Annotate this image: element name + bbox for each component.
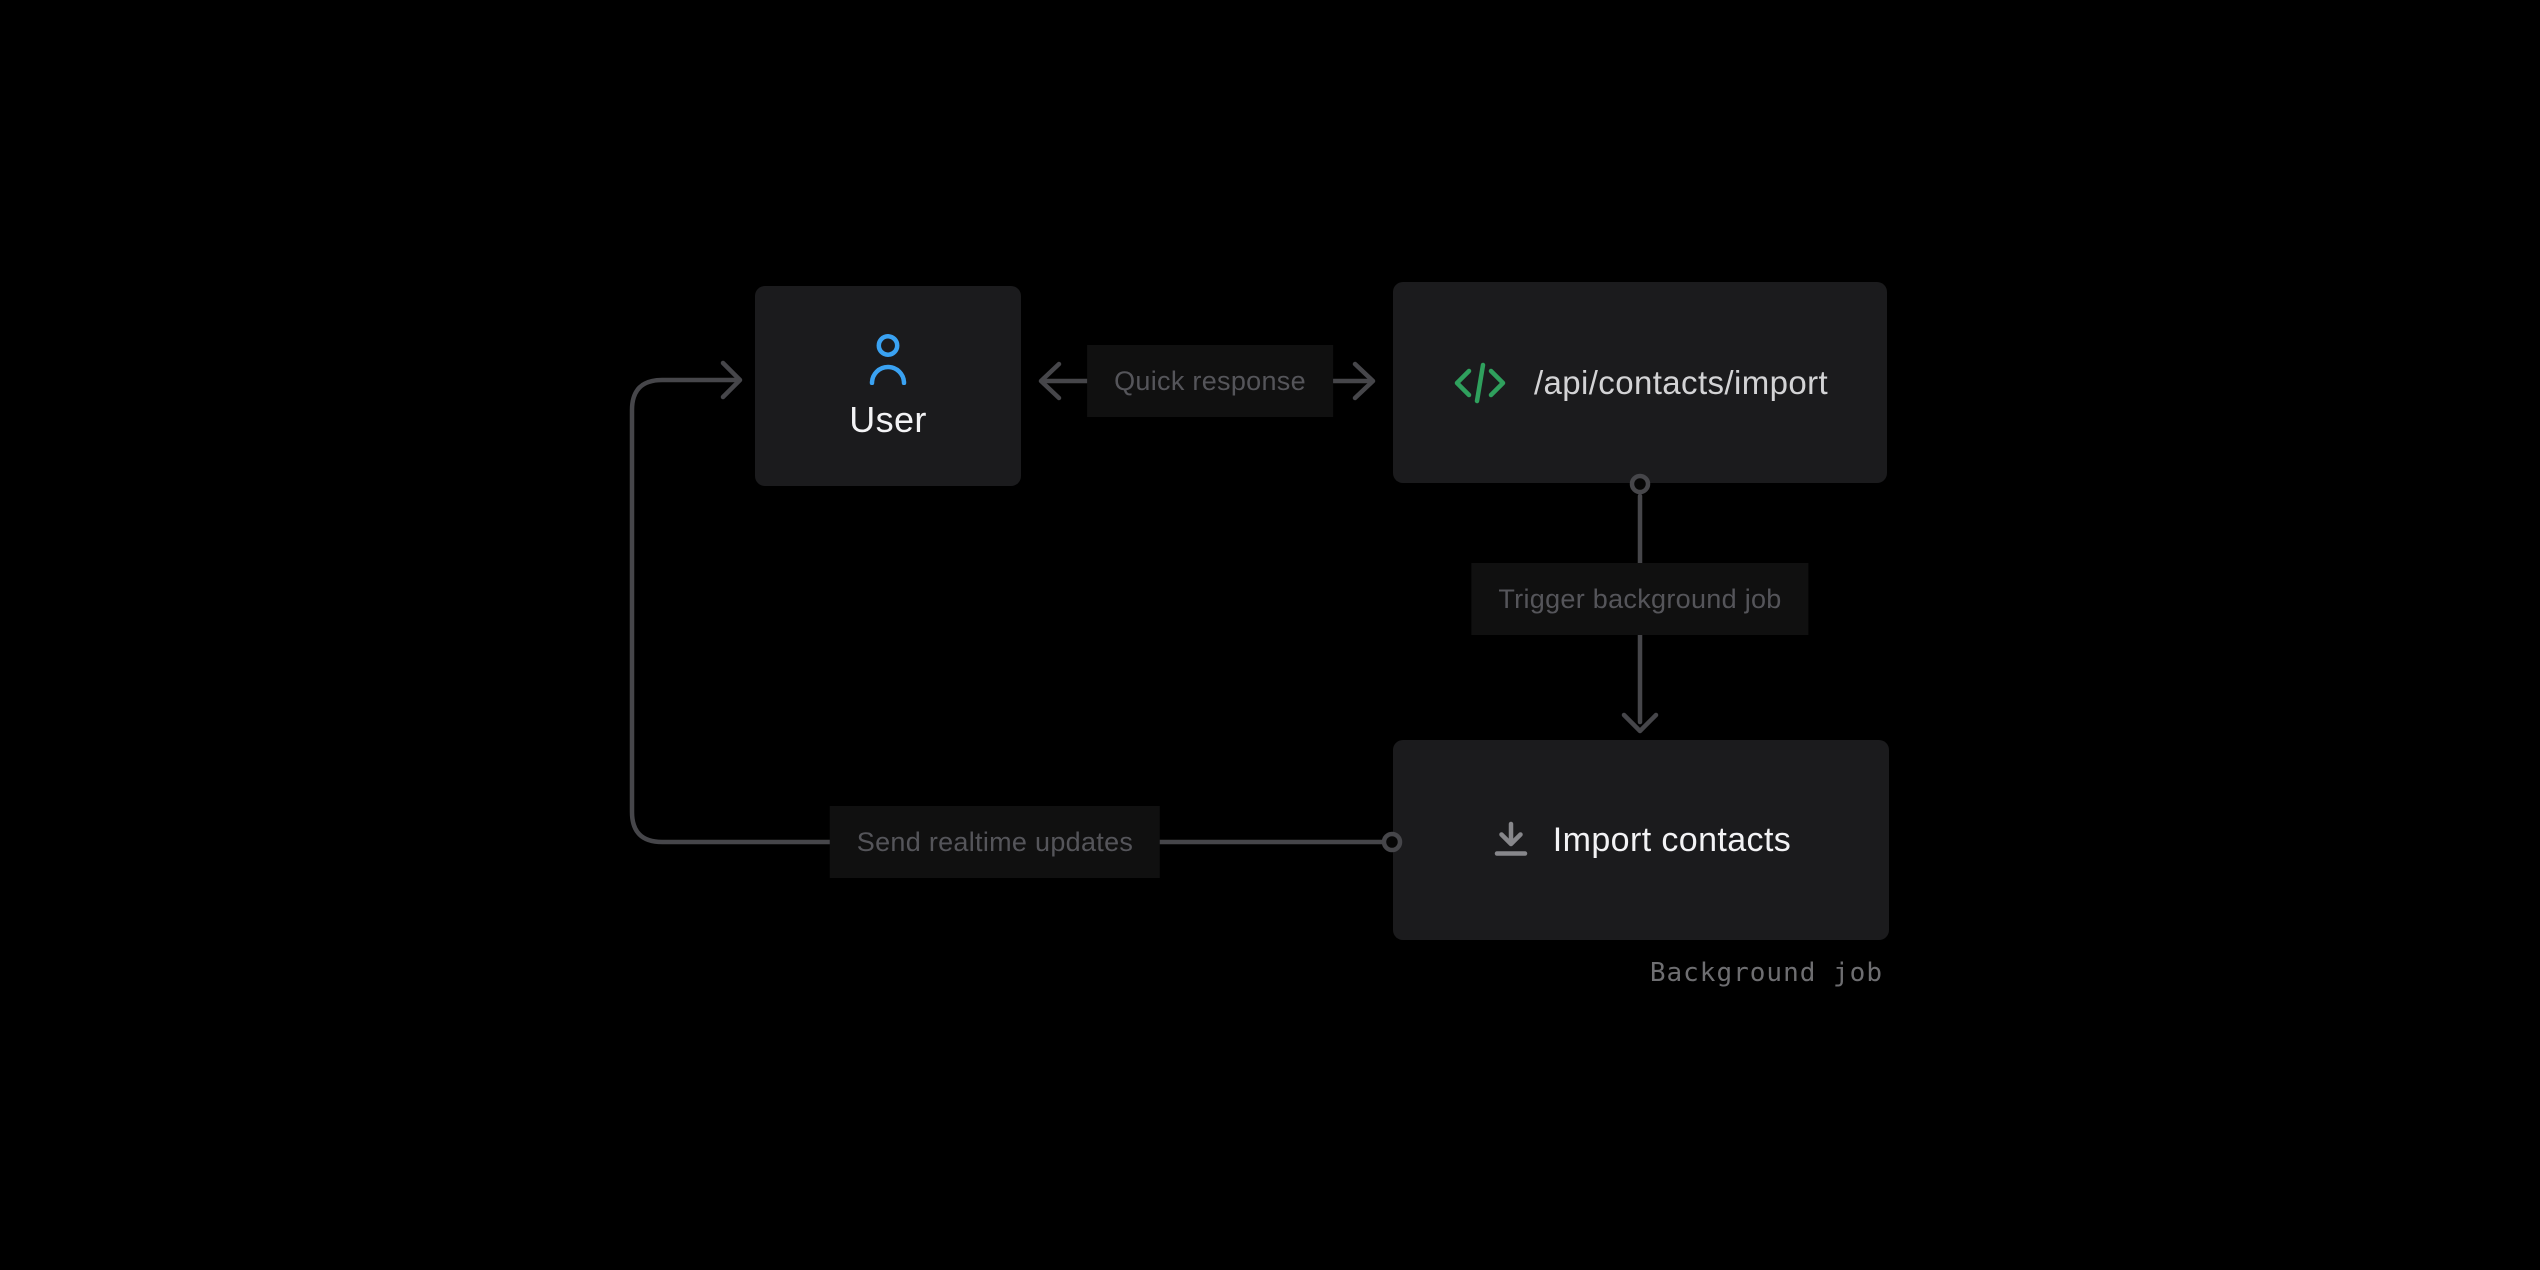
import-contacts-label: Import contacts	[1552, 820, 1792, 859]
edge-label-quick-response: Quick response	[1087, 345, 1333, 417]
node-import-contacts[interactable]: Import contacts	[1393, 740, 1889, 940]
api-endpoint-label: /api/contacts/import	[1533, 363, 1829, 401]
node-user[interactable]: User	[755, 286, 1021, 486]
code-icon	[1454, 362, 1506, 403]
edge-label-trigger-background-job: Trigger background job	[1471, 563, 1809, 635]
node-api-endpoint[interactable]: /api/contacts/import	[1393, 282, 1887, 483]
background-job-caption: Background job	[1649, 958, 1883, 988]
person-icon	[869, 334, 907, 385]
edge-label-send-realtime-updates: Send realtime updates	[829, 806, 1161, 878]
user-node-label: User	[849, 399, 927, 440]
download-icon	[1494, 821, 1528, 856]
